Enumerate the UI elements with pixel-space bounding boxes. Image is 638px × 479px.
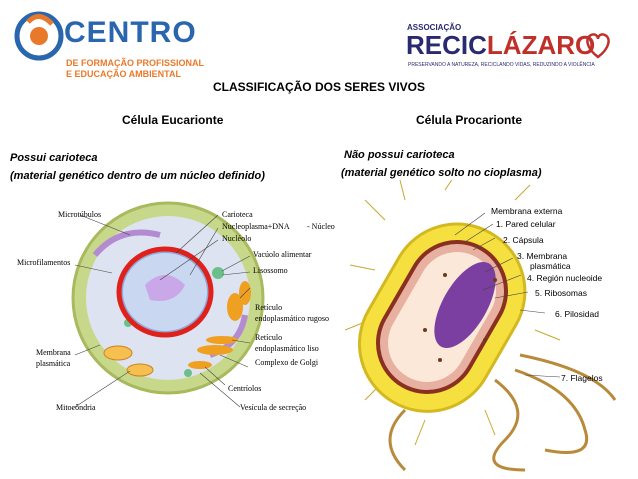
prokaryote-cell-illustration xyxy=(345,180,617,472)
label-membrana-externa: Membrana externa xyxy=(491,206,563,216)
heart-icon xyxy=(586,33,610,59)
label-carioteca: Carioteca xyxy=(222,210,253,219)
nucleolus xyxy=(145,275,185,301)
label-rer-1: Retículo xyxy=(255,303,283,312)
page-title: CLASSIFICAÇÃO DOS SERES VIVOS xyxy=(212,80,426,94)
label-centriolos: Centríolos xyxy=(228,384,262,393)
prokaryote-desc-1: Não possui carioteca xyxy=(344,149,455,161)
label-pilosidad: 6. Pilosidad xyxy=(555,309,599,319)
label-rer-2: endoplasmático rugoso xyxy=(255,314,329,323)
eukaryote-desc-1: Possui carioteca xyxy=(10,152,98,164)
logo-centro: CENTRO DE FORMAÇÃO PROFISSIONAL E EDUCAÇ… xyxy=(14,4,204,80)
label-membrana-p1: 3. Membrana xyxy=(517,251,568,261)
label-microtubulos: Microtúbulos xyxy=(58,210,102,219)
label-pared: 1. Pared celular xyxy=(496,219,556,229)
label-vacuolo: Vacúolo alimentar xyxy=(253,250,312,259)
label-microfilamentos: Microfilamentos xyxy=(17,258,71,267)
label-flagelos: 7. Flagelos xyxy=(561,373,603,383)
name-part-a: RECIC xyxy=(406,30,487,60)
flagellum-3 xyxy=(519,353,617,401)
label-ribosomas: 5. Ribosomas xyxy=(535,288,587,298)
centro-brand: CENTRO xyxy=(64,16,197,49)
centro-logo-icon xyxy=(14,11,64,61)
label-mitocondria: Mitocôndria xyxy=(56,403,96,412)
centro-sub2: E EDUCAÇÃO AMBIENTAL xyxy=(66,69,181,79)
mitochondria xyxy=(103,345,154,377)
label-nucleo: - Núcleo xyxy=(307,222,335,231)
nuclear-envelope-highlight xyxy=(116,246,214,338)
name-part-b: LÁZARO xyxy=(486,30,596,60)
prokaryote-desc-2: (material genético solto no cioplasma) xyxy=(341,167,542,179)
label-lisossomo: Lisossomo xyxy=(253,266,288,275)
label-membrana-1: Membrana xyxy=(36,348,71,357)
label-ser-1: Retículo xyxy=(255,333,283,342)
reciclazaro-name: RECICLÁZARO xyxy=(406,30,595,61)
flagellum-1 xyxy=(492,378,526,472)
label-region: 4. Región nucleoide xyxy=(527,273,603,283)
label-golgi: Complexo de Golgi xyxy=(255,358,319,367)
flagellum-4 xyxy=(388,408,407,472)
golgi-stack xyxy=(188,281,251,369)
logo-reciclazaro: ASSOCIAÇÃO RECICLÁZARO PRESERVANDO A NAT… xyxy=(402,6,617,76)
label-capsula: 2. Cápsula xyxy=(503,235,544,245)
label-membrana-2: plasmática xyxy=(36,359,71,368)
centro-sub1: DE FORMAÇÃO PROFISSIONAL xyxy=(66,58,205,68)
reciclazaro-tagline: PRESERVANDO A NATUREZA, RECICLANDO VIDAS… xyxy=(408,62,595,68)
label-nucleolo: Nucléolo xyxy=(222,234,252,243)
eukaryote-cell-illustration xyxy=(71,201,265,410)
eukaryote-heading: Célula Eucarionte xyxy=(122,113,224,127)
nucleoid xyxy=(434,262,496,348)
label-ser-2: endoplasmático liso xyxy=(255,344,319,353)
label-vesicula: Vesícula de secreção xyxy=(240,403,307,412)
label-membrana-p2: plasmática xyxy=(530,261,571,271)
assoc-label: ASSOCIAÇÃO xyxy=(407,23,462,32)
prokaryote-heading: Célula Procarionte xyxy=(416,113,523,127)
label-nucleoplasma: Nucleoplasma+DNA xyxy=(222,222,290,231)
flagellum-2 xyxy=(514,368,588,454)
eukaryote-desc-2: (material genético dentro de um núcleo d… xyxy=(10,170,265,182)
ribosomes xyxy=(423,273,497,362)
